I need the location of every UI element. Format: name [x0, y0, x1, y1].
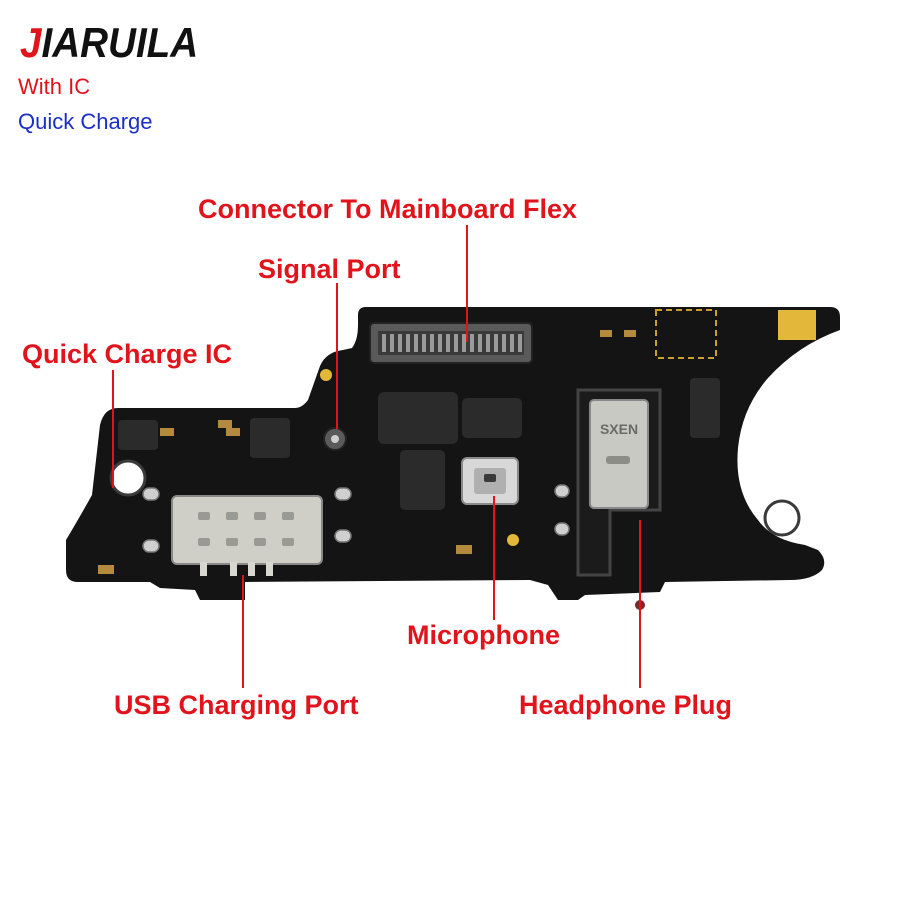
with-ic-label: With IC [18, 74, 91, 99]
brand-logo-rest: IARUILA [41, 19, 199, 66]
brand-logo: JIARUILA [20, 22, 198, 64]
connector-pins [382, 334, 522, 352]
gold-via [320, 369, 332, 381]
quick-charge-label: Quick Charge [18, 109, 153, 134]
gold-pad [778, 310, 816, 340]
mount-hole [763, 499, 801, 537]
callout-signal-port: Signal Port [258, 254, 401, 284]
smd-components [118, 378, 720, 510]
callout-quick-charge-ic: Quick Charge IC [22, 339, 233, 369]
callout-microphone: Microphone [407, 620, 560, 650]
mount-hole [109, 459, 147, 497]
callout-usb-port: USB Charging Port [114, 690, 359, 720]
board-marking: SXEN [600, 421, 638, 437]
brand-logo-initial: J [20, 19, 42, 66]
oval-pads [142, 484, 570, 553]
callout-headphone: Headphone Plug [519, 690, 733, 720]
callout-connector: Connector To Mainboard Flex [198, 194, 578, 224]
callout-pointers [112, 225, 641, 688]
gold-via [507, 534, 519, 546]
small-capacitors [98, 330, 636, 574]
usb-c-port [171, 495, 323, 565]
